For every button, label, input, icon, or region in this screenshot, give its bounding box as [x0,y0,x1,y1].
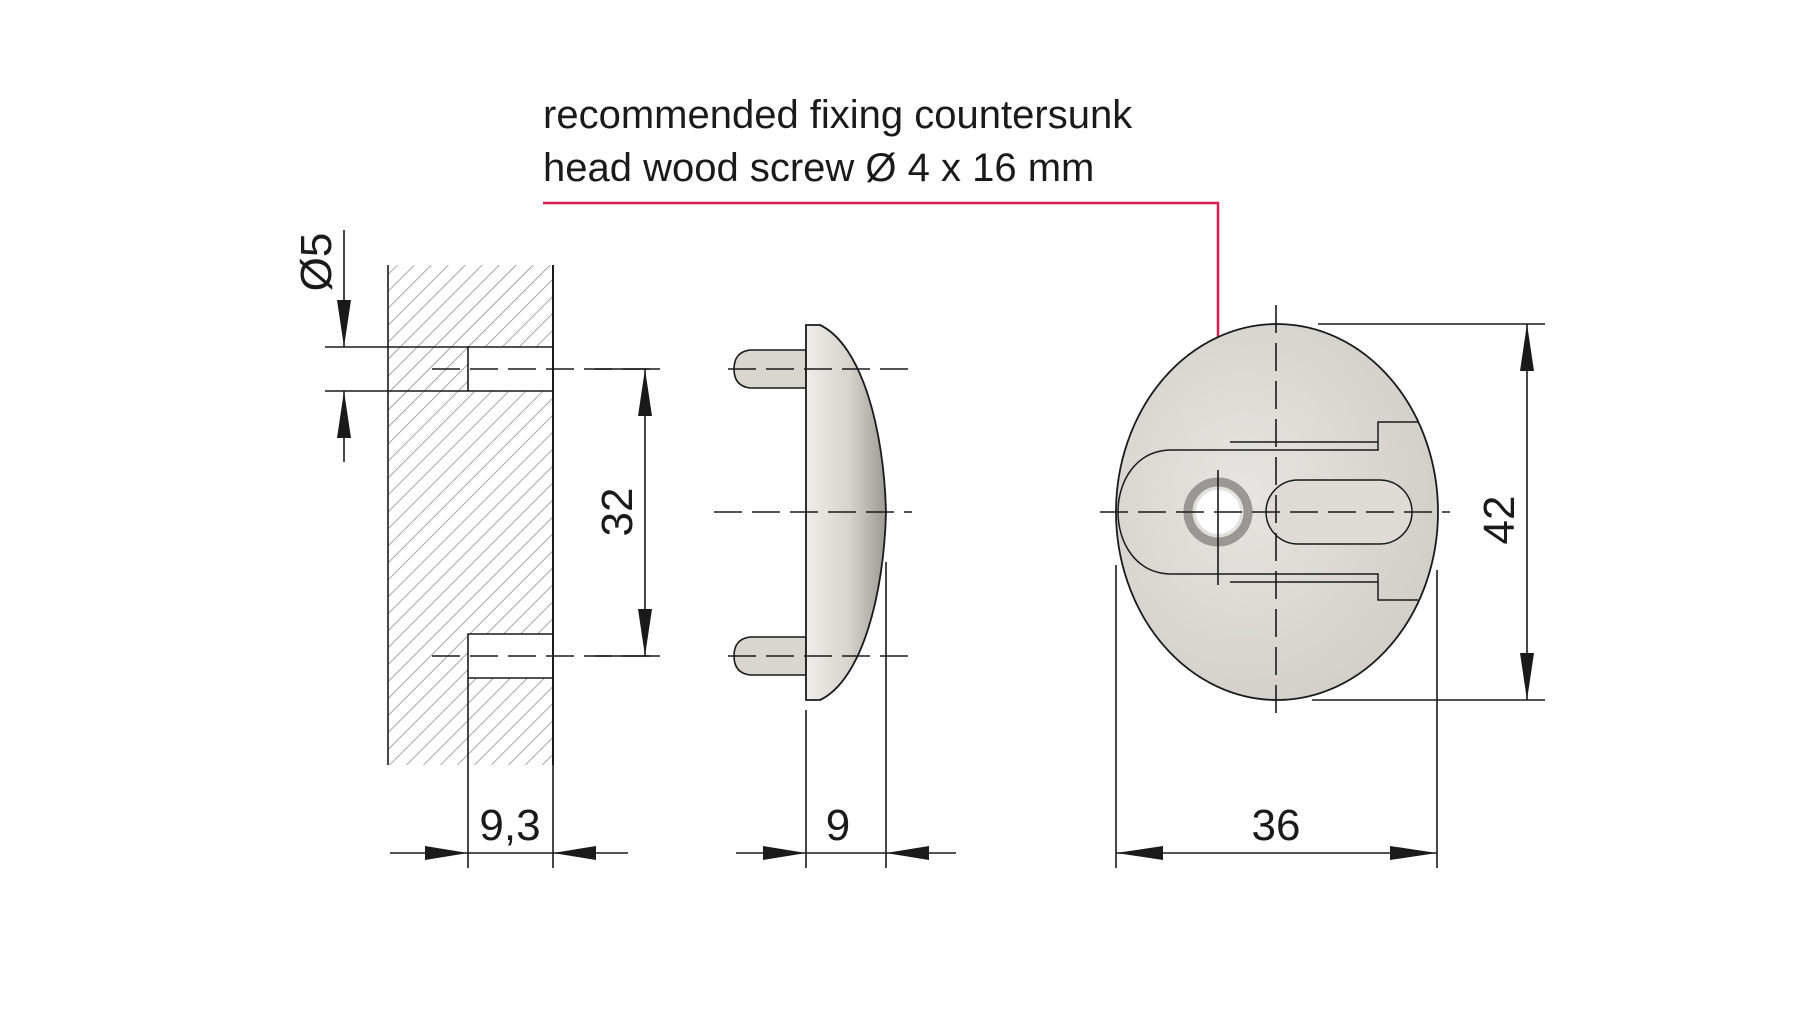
drill-depth-label: 9,3 [479,801,540,850]
hole-diameter-dimension: Ø5 [292,230,468,462]
hole-spacing-dimension: 32 [593,368,660,657]
hole-spacing-label: 32 [593,488,642,537]
cabinet-section-view [387,265,660,765]
note-line-1: recommended fixing countersunk [543,93,1133,137]
part-depth-label: 9 [826,801,850,850]
part-depth-dimension: 9 [736,562,956,868]
note-line-2: head wood screw Ø 4 x 16 mm [543,146,1094,190]
screw-note: recommended fixing countersunk head wood… [543,93,1133,190]
hole-diameter-label: Ø5 [292,233,341,292]
drill-depth-dimension: 9,3 [390,678,628,868]
cap-side-view [714,324,912,701]
hatched-panel [388,265,553,765]
part-width-dimension: 36 [1115,565,1438,868]
part-height-label: 42 [1475,496,1524,545]
part-height-dimension: 42 [1312,323,1545,701]
part-width-label: 36 [1252,801,1301,850]
mounting-plate-front-view [1100,305,1450,722]
